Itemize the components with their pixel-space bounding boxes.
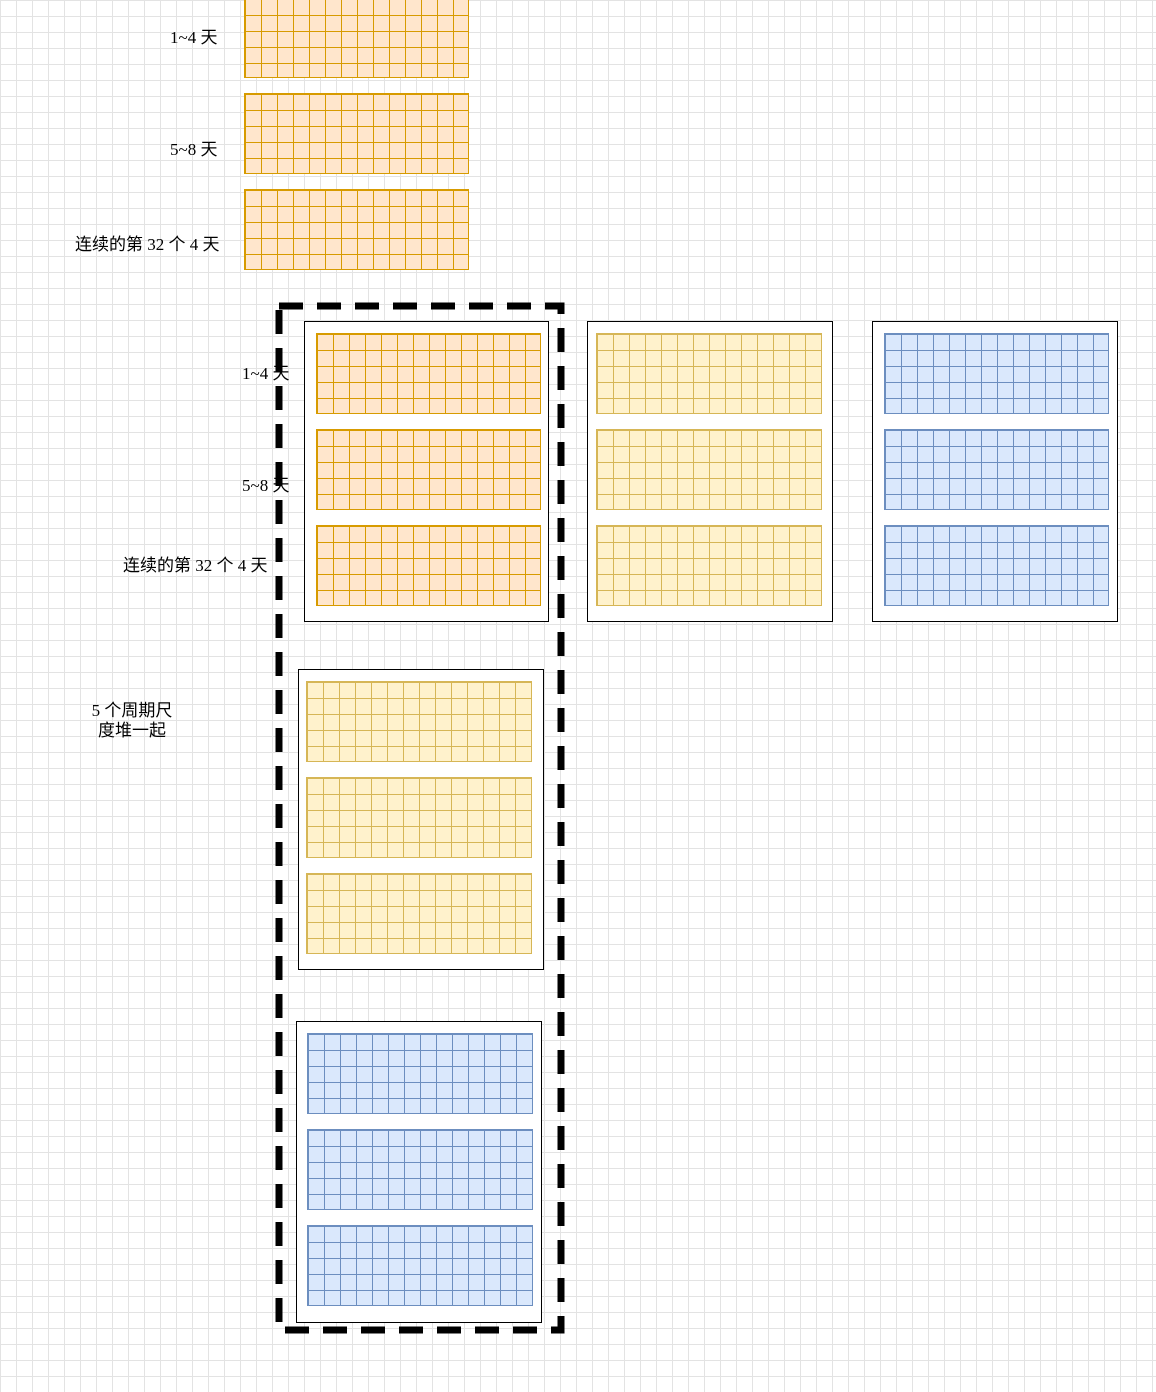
yellow-grid xyxy=(306,777,532,858)
yellow-grid xyxy=(306,681,532,762)
orange-grid-days-32nd xyxy=(316,525,541,606)
yellow-grid xyxy=(596,525,822,606)
orange-grid-days-1-4 xyxy=(316,333,541,414)
yellow-grid xyxy=(306,873,532,954)
yellow-grid xyxy=(596,333,822,414)
blue-grid xyxy=(884,333,1109,414)
label-days-1-4: 1~4 天 xyxy=(242,364,290,383)
stack-caption: 5 个周期尺 度堆一起 xyxy=(72,701,192,741)
label-days-5-8: 5~8 天 xyxy=(170,140,218,159)
yellow-grid xyxy=(596,429,822,510)
blue-grid xyxy=(884,429,1109,510)
label-days-1-4: 1~4 天 xyxy=(170,28,218,47)
blue-grid xyxy=(884,525,1109,606)
blue-grid xyxy=(307,1129,533,1210)
blue-grid xyxy=(307,1033,533,1114)
stack-caption-line-2: 度堆一起 xyxy=(98,721,166,740)
orange-grid-days-5-8 xyxy=(244,93,469,174)
label-days-5-8: 5~8 天 xyxy=(242,476,290,495)
blue-grid xyxy=(307,1225,533,1306)
orange-grid-days-5-8 xyxy=(316,429,541,510)
orange-grid-days-32nd xyxy=(244,189,469,270)
stack-caption-line-1: 5 个周期尺 xyxy=(91,701,173,720)
label-32nd-4-days: 连续的第 32 个 4 天 xyxy=(75,235,220,254)
orange-grid-days-1-4 xyxy=(244,0,469,78)
label-32nd-4-days: 连续的第 32 个 4 天 xyxy=(123,556,268,575)
